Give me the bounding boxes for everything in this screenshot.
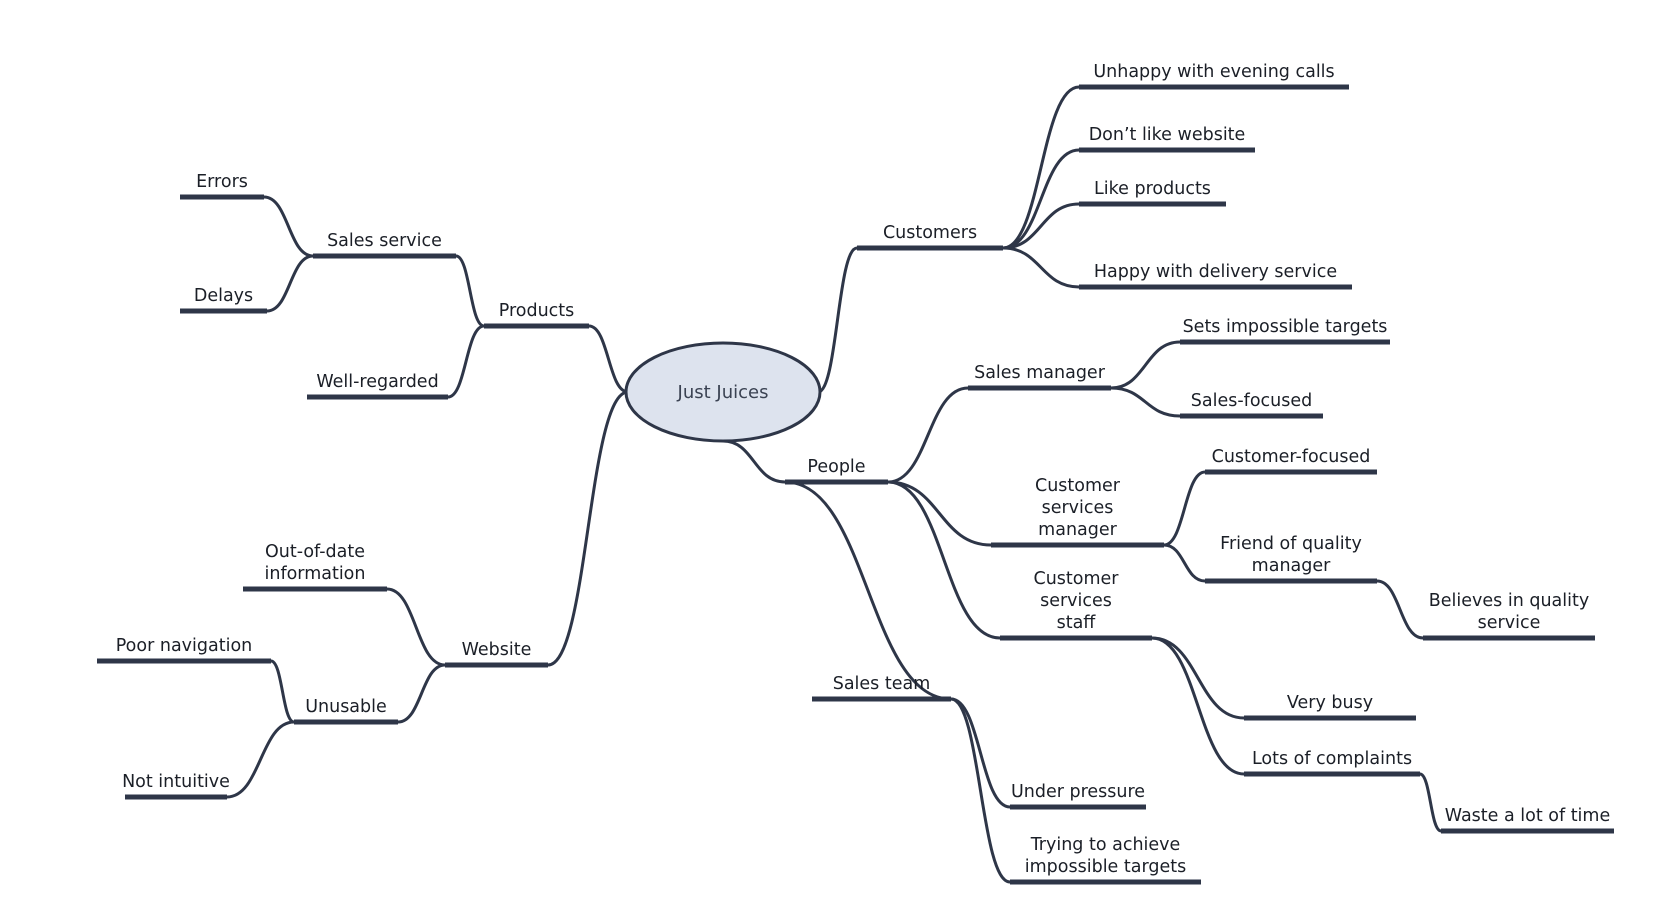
node-label-unusable[interactable]: Unusable xyxy=(305,697,387,717)
connector-website-unusable xyxy=(396,663,447,724)
node-underline-products xyxy=(484,323,589,329)
node-underline-cust-products xyxy=(1079,201,1226,207)
connector-sales-team-achieve-targets xyxy=(949,697,1012,884)
connector-central-people xyxy=(721,439,787,484)
node-label-customer-focused[interactable]: Customer-focused xyxy=(1212,447,1371,467)
node-label-sales-manager[interactable]: Sales manager xyxy=(974,363,1106,383)
connector-customers-cust-products xyxy=(1001,202,1081,250)
node-underline-cust-delivery xyxy=(1079,284,1352,290)
node-label-products[interactable]: Products xyxy=(499,301,575,321)
node-underline-out-of-date xyxy=(243,586,387,592)
node-underline-friend-quality xyxy=(1205,578,1377,584)
central-topic[interactable]: Just Juices xyxy=(624,341,822,443)
node-underline-sales-service xyxy=(313,253,456,259)
node-label-sales-focused[interactable]: Sales-focused xyxy=(1191,391,1312,411)
node-underline-website xyxy=(445,662,548,668)
node-label-sales-team[interactable]: Sales team xyxy=(833,674,931,694)
mind-map-labels: Customers Unhappy with evening callsDon’t… xyxy=(116,62,1610,877)
node-underline-poor-nav xyxy=(97,658,271,664)
node-underline-cs-staff xyxy=(1000,635,1152,641)
node-label-under-pressure[interactable]: Under pressure xyxy=(1011,782,1145,802)
node-underline-complaints xyxy=(1244,771,1420,777)
connector-complaints-waste-time xyxy=(1418,772,1443,833)
node-underline-impossible-targets xyxy=(1180,339,1390,345)
connector-unusable-not-intuitive xyxy=(225,720,296,799)
node-underline-waste-time xyxy=(1441,828,1614,834)
node-label-cust-evening[interactable]: Unhappy with evening calls xyxy=(1093,62,1334,82)
connector-customers-cust-website xyxy=(1001,148,1081,250)
node-underline-very-busy xyxy=(1244,715,1416,721)
node-underline-unusable xyxy=(294,719,398,725)
connector-products-well-regarded xyxy=(446,324,486,399)
connector-sales-service-delays xyxy=(265,254,315,313)
connector-people-cs-manager xyxy=(886,480,993,547)
node-underline-cs-manager xyxy=(991,542,1164,548)
node-underline-achieve-targets xyxy=(1010,879,1201,885)
node-label-sales-service[interactable]: Sales service xyxy=(327,231,442,251)
node-label-people[interactable]: People xyxy=(807,457,865,477)
connector-cs-staff-complaints xyxy=(1150,636,1246,776)
connector-website-out-of-date xyxy=(385,587,447,667)
node-underline-not-intuitive xyxy=(125,794,227,800)
node-underline-sales-team xyxy=(812,696,951,702)
connector-products-sales-service xyxy=(454,254,486,328)
central-topic-ellipse xyxy=(624,341,822,443)
mind-map-underlines xyxy=(97,84,1614,885)
node-underline-people xyxy=(785,479,888,485)
connector-cs-staff-very-busy xyxy=(1150,636,1246,720)
node-label-well-regarded[interactable]: Well-regarded xyxy=(316,372,438,392)
mind-map-connectors xyxy=(225,85,1443,884)
node-underline-believes-quality xyxy=(1423,635,1595,641)
connector-central-products xyxy=(587,324,630,394)
node-label-waste-time[interactable]: Waste a lot of time xyxy=(1445,806,1610,826)
node-label-errors[interactable]: Errors xyxy=(196,172,248,192)
connector-central-customers xyxy=(816,246,859,394)
node-underline-under-pressure xyxy=(1010,804,1146,810)
node-label-cust-products[interactable]: Like products xyxy=(1094,179,1211,199)
central-topic-label: Just Juices xyxy=(677,382,769,403)
connector-customers-cust-evening xyxy=(1001,85,1081,250)
node-underline-well-regarded xyxy=(307,394,448,400)
connector-unusable-poor-nav xyxy=(269,659,296,724)
node-underline-sales-manager xyxy=(968,385,1111,391)
node-label-delays[interactable]: Delays xyxy=(194,286,253,306)
node-label-cust-delivery[interactable]: Happy with delivery service xyxy=(1094,262,1337,282)
node-underline-cust-website xyxy=(1079,147,1255,153)
node-label-customers[interactable]: Customers xyxy=(883,223,977,243)
connector-sales-manager-impossible-targets xyxy=(1109,340,1182,390)
connector-friend-quality-believes-quality xyxy=(1375,579,1425,640)
connector-people-sales-team xyxy=(783,480,953,701)
connector-cs-manager-friend-quality xyxy=(1162,543,1207,583)
node-underline-customers xyxy=(857,245,1003,251)
node-label-poor-nav[interactable]: Poor navigation xyxy=(116,636,253,656)
connector-people-cs-staff xyxy=(886,480,1002,640)
node-underline-cust-evening xyxy=(1079,84,1349,90)
node-label-complaints[interactable]: Lots of complaints xyxy=(1252,749,1412,769)
node-underline-delays xyxy=(180,308,267,314)
connector-sales-manager-sales-focused xyxy=(1109,386,1182,418)
connector-people-sales-manager xyxy=(886,386,970,484)
connector-sales-service-errors xyxy=(262,195,315,258)
connector-cs-manager-customer-focused xyxy=(1162,470,1207,547)
node-label-cust-website[interactable]: Don’t like website xyxy=(1089,125,1246,145)
connector-customers-cust-delivery xyxy=(1001,246,1081,289)
node-label-very-busy[interactable]: Very busy xyxy=(1287,693,1373,713)
node-underline-sales-focused xyxy=(1180,413,1323,419)
node-label-website[interactable]: Website xyxy=(462,640,532,660)
connector-central-website xyxy=(546,390,630,667)
node-label-not-intuitive[interactable]: Not intuitive xyxy=(122,772,230,792)
node-label-impossible-targets[interactable]: Sets impossible targets xyxy=(1183,317,1388,337)
node-underline-customer-focused xyxy=(1205,469,1377,475)
node-underline-errors xyxy=(180,194,264,200)
